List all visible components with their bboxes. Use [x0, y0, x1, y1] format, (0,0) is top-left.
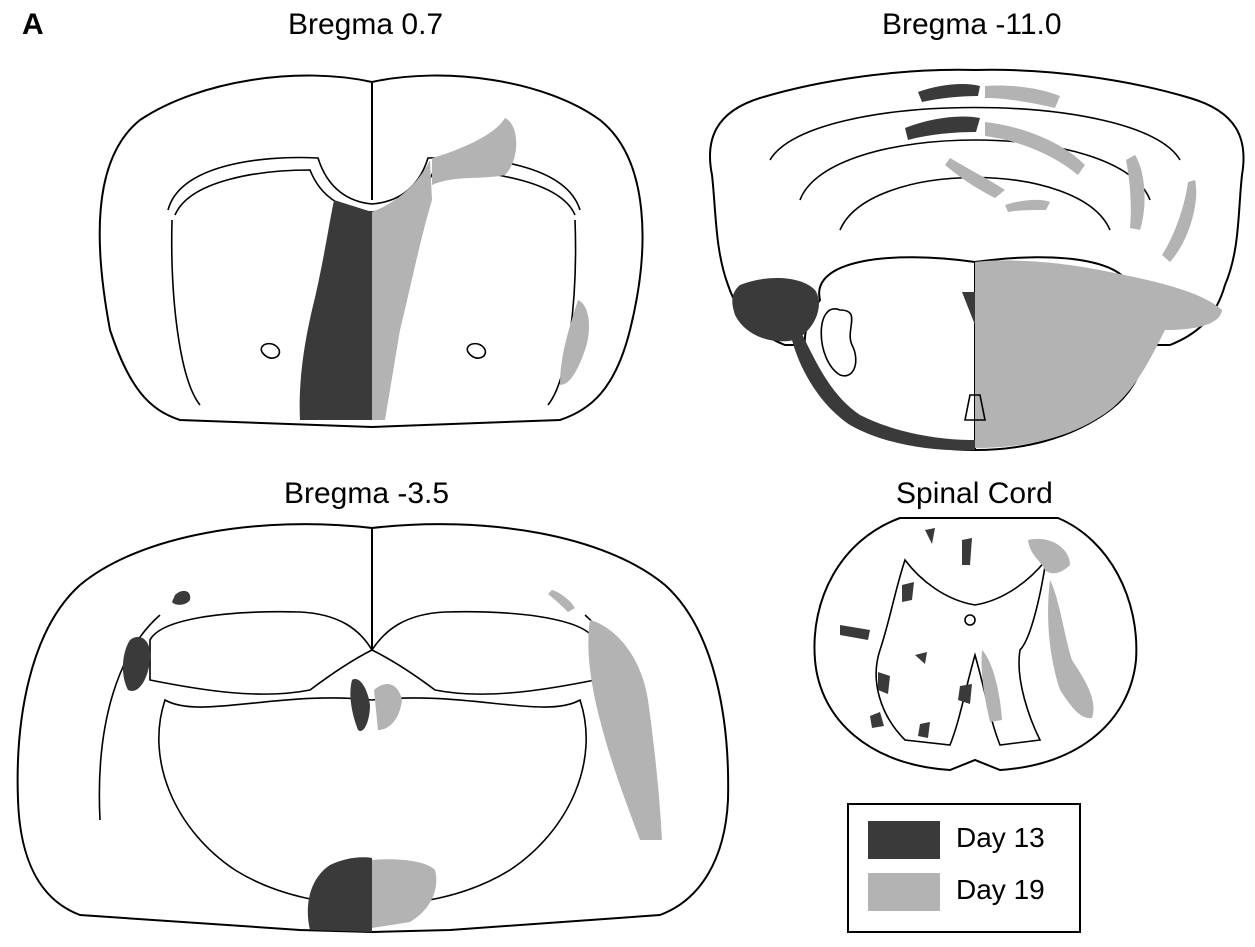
legend-label-day19: Day 19 [956, 874, 1045, 906]
section-bregma-0-7 [100, 76, 643, 427]
section-spinal-cord [814, 518, 1136, 770]
section-title-bregma-3-5: Bregma -3.5 [284, 477, 449, 511]
section-title-bregma-0-7: Bregma 0.7 [288, 8, 443, 42]
cord-outline [814, 518, 1136, 770]
legend-label-day13: Day 13 [956, 822, 1045, 854]
section-bregma-3-5 [18, 524, 729, 932]
section-bregma-11-0 [710, 70, 1244, 451]
panel-letter: A [22, 8, 44, 42]
legend-swatch-day13 [868, 821, 940, 859]
legend-swatch-day19 [868, 873, 940, 911]
section-title-bregma-11-0: Bregma -11.0 [882, 8, 1062, 42]
section-title-spinal-cord: Spinal Cord [896, 477, 1053, 511]
day13-region-lateral [732, 278, 819, 341]
